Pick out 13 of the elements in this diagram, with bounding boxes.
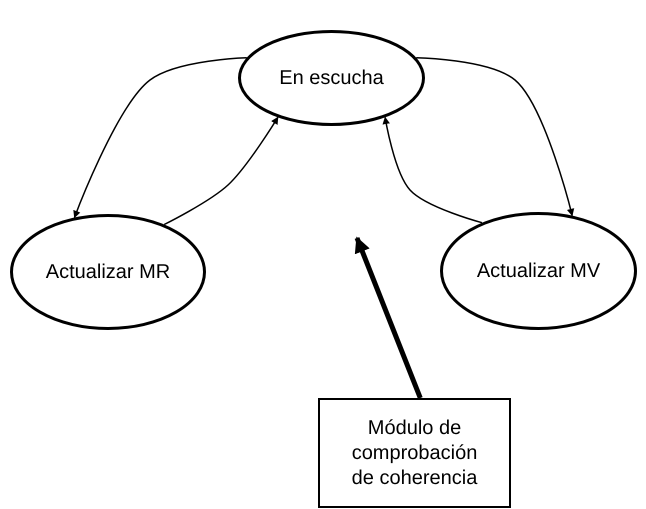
state-ellipse <box>440 212 637 330</box>
arrow <box>354 236 423 399</box>
node-label: En escucha <box>279 66 384 90</box>
node-label: Actualizar MV <box>476 258 600 284</box>
arrow <box>164 116 278 226</box>
arrow <box>416 56 574 216</box>
node-label: Actualizar MR <box>46 260 170 284</box>
module-box <box>318 398 511 508</box>
state-ellipse <box>10 214 206 330</box>
arrow <box>73 56 247 218</box>
node-label: Módulo de comprobación de coherencia <box>350 416 478 490</box>
arrow <box>382 116 482 224</box>
state-ellipse <box>238 30 425 126</box>
